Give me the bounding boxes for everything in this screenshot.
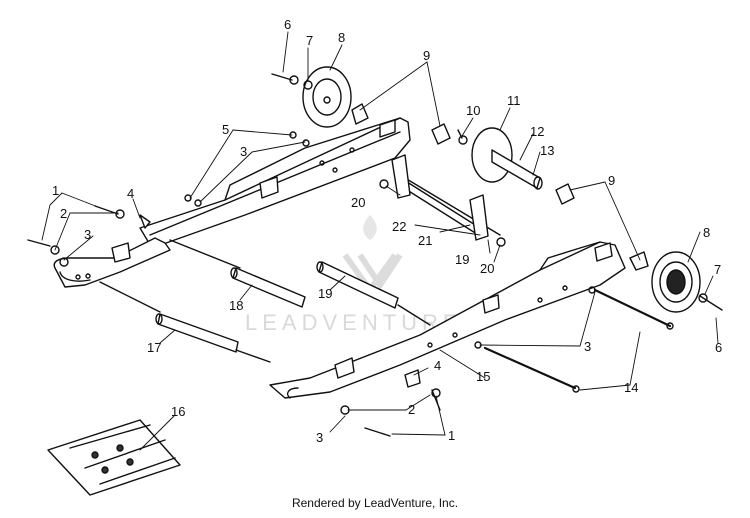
leader-lines [41, 31, 719, 451]
idler-wheel-lower [651, 251, 701, 313]
callout-8: 8 [703, 225, 710, 240]
callout-19: 19 [455, 252, 469, 267]
watermark: LEADVENTURE [245, 215, 463, 335]
callout-4: 4 [434, 358, 441, 373]
callout-17: 17 [147, 340, 161, 355]
rail-front-left [53, 237, 171, 288]
callout-3: 3 [84, 227, 91, 242]
callout-2: 2 [60, 206, 67, 221]
callout-18: 18 [229, 298, 243, 313]
rod-14 [483, 288, 674, 393]
callout-7: 7 [306, 33, 313, 48]
footer-credit: Rendered by LeadVenture, Inc. [291, 496, 459, 510]
cross-shaft-19 [316, 261, 399, 309]
callout-20: 20 [351, 195, 365, 210]
watermark-text: LEADVENTURE [245, 310, 463, 335]
callout-5: 5 [222, 122, 229, 137]
wheel-axle-assembly [471, 127, 543, 190]
callout-22: 22 [392, 219, 406, 234]
callout-11: 11 [507, 93, 521, 108]
callout-6: 6 [284, 17, 291, 32]
callout-20: 20 [480, 261, 494, 276]
callout-6: 6 [715, 340, 722, 355]
callout-3: 3 [584, 339, 591, 354]
callout-13: 13 [540, 143, 554, 158]
callout-8: 8 [338, 30, 345, 45]
callout-16: 16 [171, 404, 185, 419]
callout-7: 7 [714, 262, 721, 277]
callout-2: 2 [408, 402, 415, 417]
callout-14: 14 [624, 380, 638, 395]
callout-4: 4 [127, 186, 134, 201]
idler-wheel-upper [302, 66, 352, 128]
callout-19: 19 [318, 286, 332, 301]
callout-1: 1 [52, 183, 59, 198]
spacer-9 [351, 103, 649, 271]
callout-10: 10 [466, 103, 480, 118]
cross-shaft-18 [230, 267, 306, 308]
cross-shaft-17 [155, 313, 239, 353]
idler-shaft-22 [391, 154, 489, 241]
callout-3: 3 [316, 430, 323, 445]
callout-1: 1 [448, 428, 455, 443]
callout-15: 15 [476, 369, 490, 384]
callout-3: 3 [240, 144, 247, 159]
callout-9: 9 [423, 48, 430, 63]
track-clips-16 [47, 419, 181, 496]
rail-back [139, 117, 411, 249]
callout-12: 12 [530, 124, 544, 139]
rail-front [269, 241, 626, 399]
callout-21: 21 [418, 233, 432, 248]
callout-9: 9 [608, 173, 615, 188]
callout-numbers: 6 7 8 9 10 11 12 13 5 3 1 4 2 3 20 22 21… [52, 17, 722, 445]
